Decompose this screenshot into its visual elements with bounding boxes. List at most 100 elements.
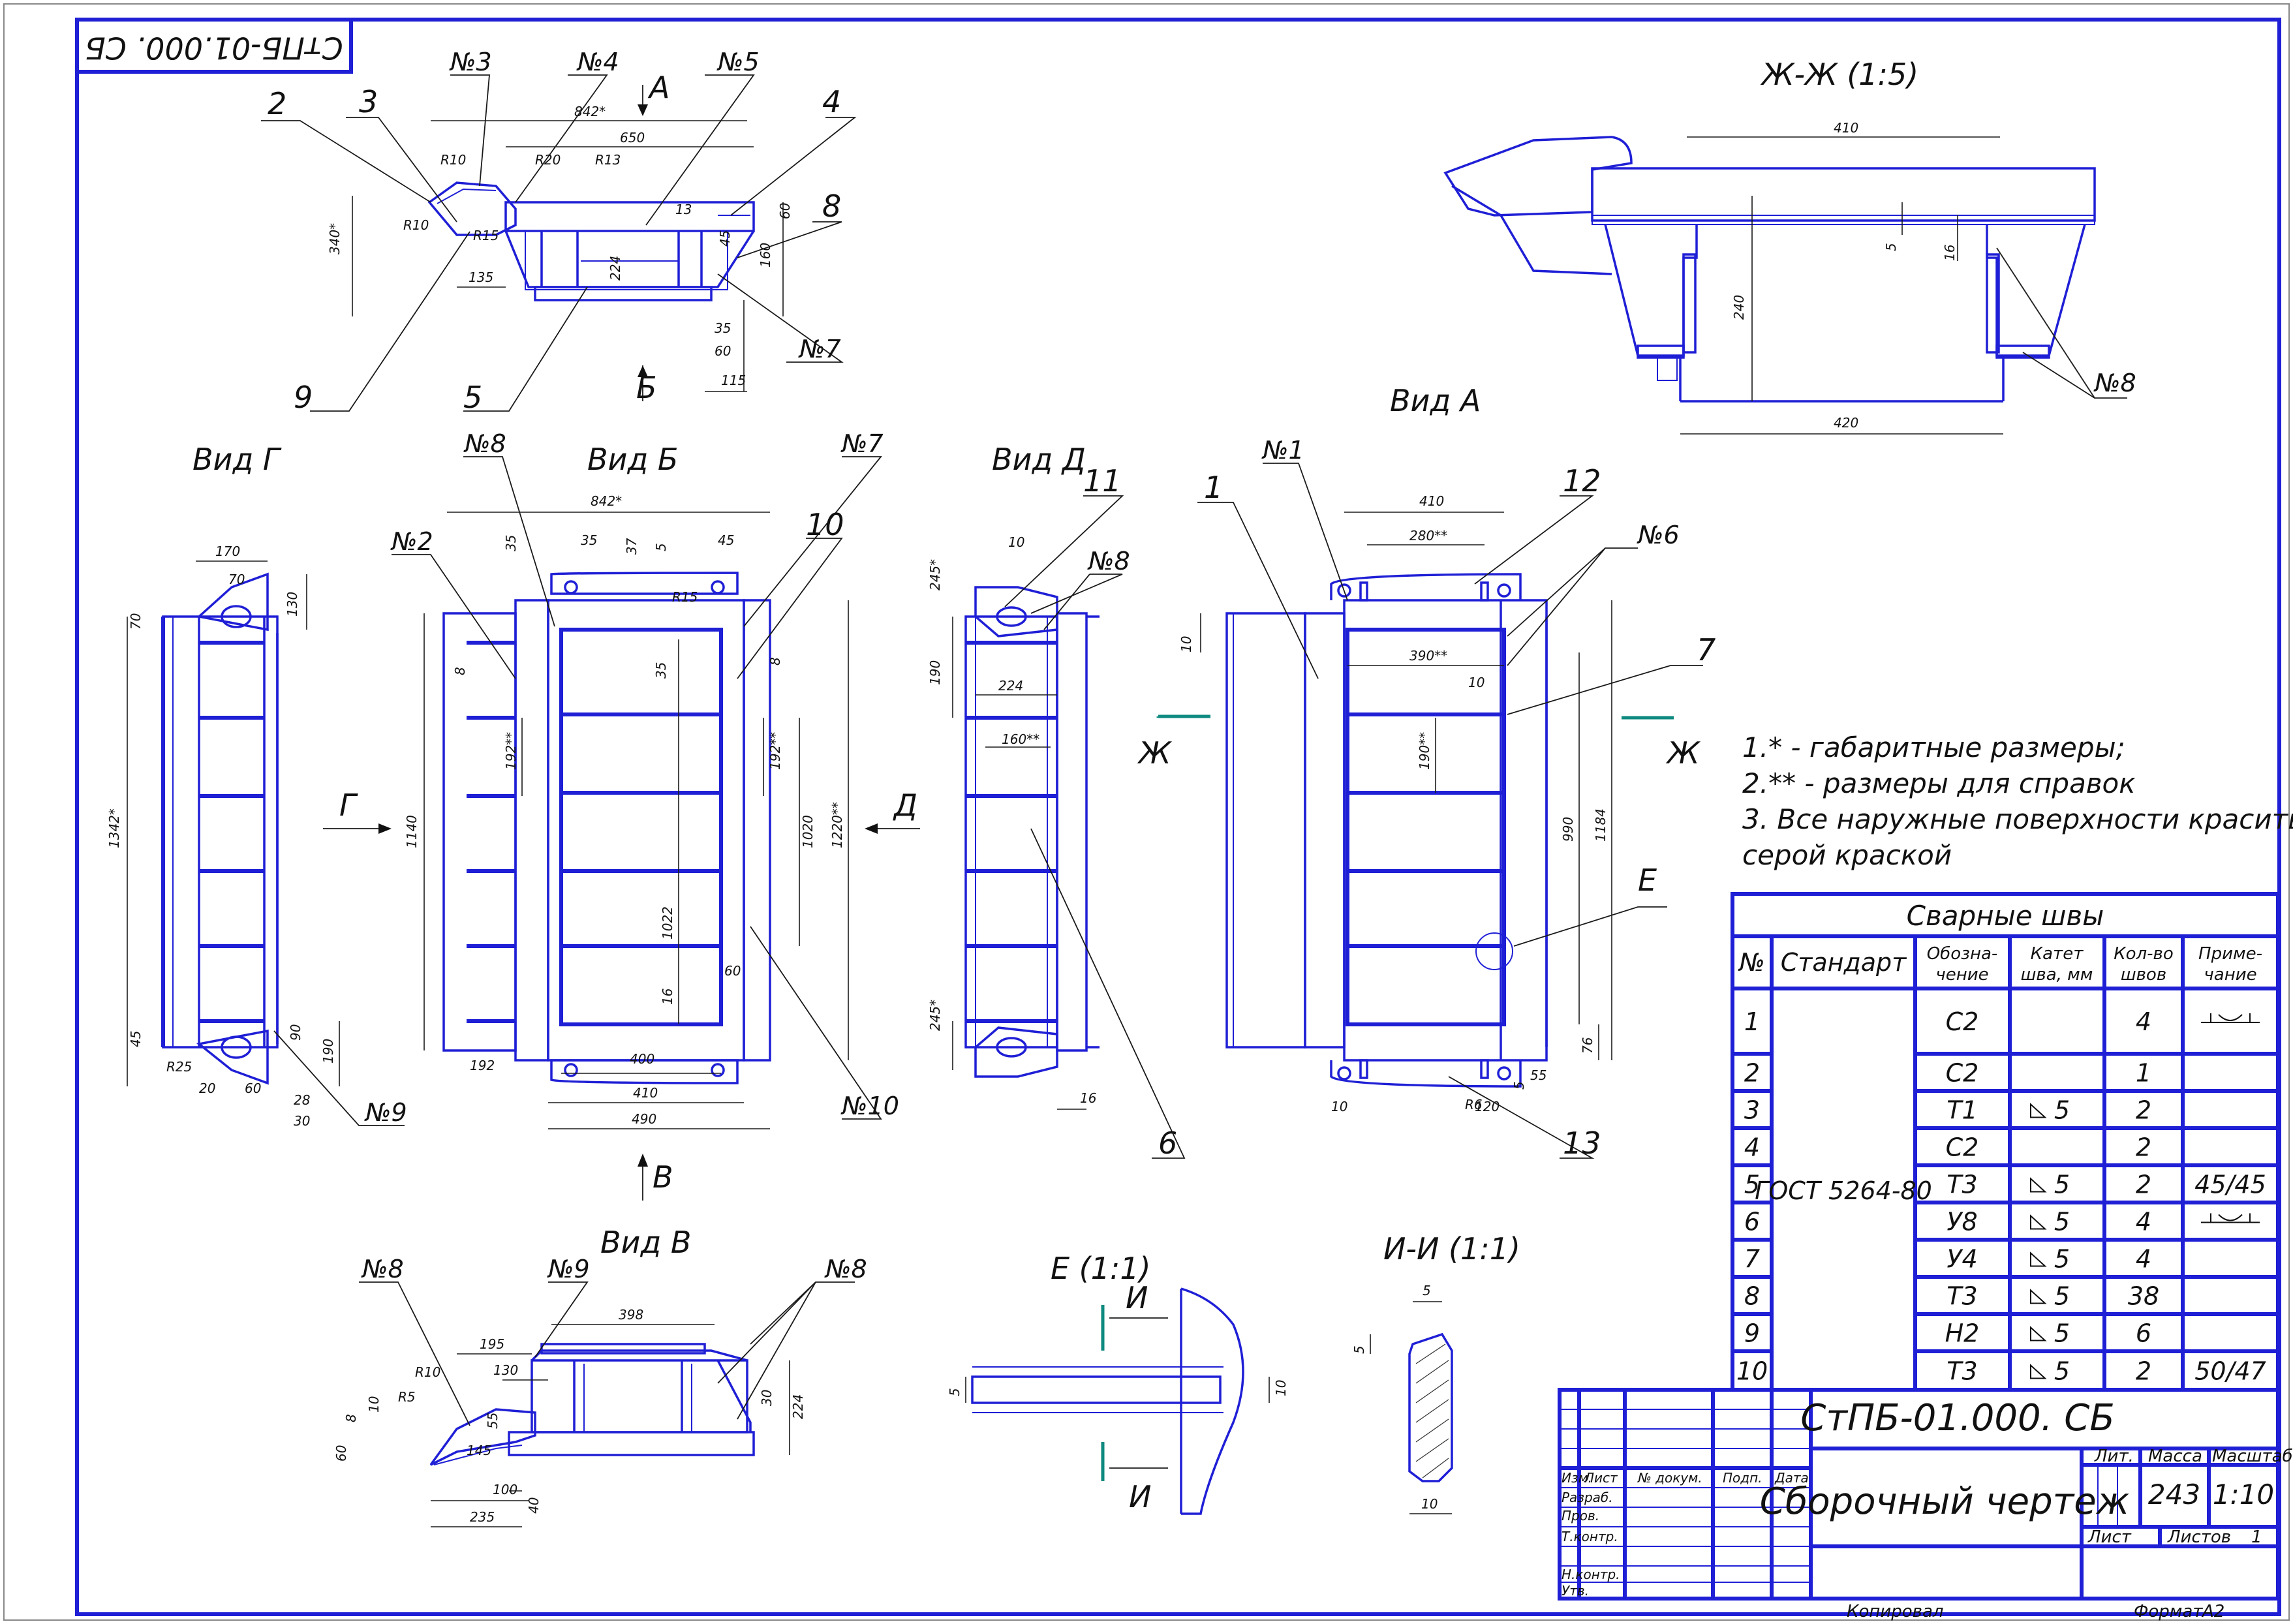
role-check: Пров. bbox=[1562, 1508, 1599, 1524]
v-dim-40: 40 bbox=[526, 1497, 542, 1514]
i-dim-5b: 5 bbox=[1351, 1345, 1367, 1354]
tb-mass-label: Масса bbox=[2148, 1447, 2202, 1466]
role-ncontrol: Н.контр. bbox=[1562, 1567, 1620, 1582]
part-9-top: 9 bbox=[294, 380, 313, 415]
g-dim-70b: 70 bbox=[128, 613, 144, 630]
v-dim-r5: R5 bbox=[398, 1389, 416, 1405]
d-dim-190: 190 bbox=[927, 660, 943, 685]
weld-row-count: 6 bbox=[2136, 1319, 2151, 1348]
weld-row-code: Н2 bbox=[1945, 1319, 1980, 1348]
technical-notes: 1.* - габаритные размеры; 2.** - размеры… bbox=[1742, 731, 2293, 871]
detail-e-title: Е (1:1) bbox=[1051, 1251, 1151, 1286]
d-dim-10: 10 bbox=[1008, 534, 1024, 550]
v-weld-8-right: №8 bbox=[824, 1255, 867, 1283]
g-dim-90: 90 bbox=[288, 1024, 303, 1041]
b-dim-16: 16 bbox=[660, 988, 675, 1005]
v-weld-8-left: №8 bbox=[361, 1255, 404, 1283]
a-weld-6: №6 bbox=[1637, 521, 1680, 549]
a-dim-190: 190** bbox=[1417, 732, 1432, 770]
dim-r10a: R10 bbox=[440, 152, 466, 168]
tb-sheet-label: Лист bbox=[2087, 1527, 2132, 1547]
b-dim-8b: 8 bbox=[767, 657, 783, 666]
dim-45: 45 bbox=[717, 230, 733, 247]
col-date: Дата bbox=[1774, 1470, 1809, 1486]
b-dim-1220: 1220** bbox=[829, 802, 845, 848]
weld-table-rowlines bbox=[1732, 1052, 2278, 1353]
dim-60b: 60 bbox=[715, 343, 731, 359]
v-dim-60: 60 bbox=[333, 1445, 349, 1462]
weld-row-code: С2 bbox=[1946, 1059, 1979, 1088]
note-3: 3. Все наружные поверхности красить bbox=[1742, 803, 2293, 835]
v-dim-8: 8 bbox=[343, 1414, 359, 1422]
dim-842: 842* bbox=[574, 104, 606, 119]
g-dim-30: 30 bbox=[294, 1113, 310, 1129]
g-dim-20: 20 bbox=[199, 1080, 215, 1096]
g-dim-45: 45 bbox=[128, 1031, 144, 1047]
detail-e: Е (1:1) 5 10 И И bbox=[947, 1251, 1289, 1515]
b-dim-8a: 8 bbox=[452, 667, 468, 675]
a-dim-280: 280** bbox=[1409, 528, 1447, 544]
v-dim-235: 235 bbox=[470, 1509, 495, 1525]
d-part-11: 11 bbox=[1083, 463, 1122, 498]
weld-row-count: 2 bbox=[2136, 1096, 2151, 1125]
view-b: Вид Б 842* 35 35 37 5 bbox=[390, 429, 899, 1201]
tb-mass: 243 bbox=[2148, 1478, 2200, 1510]
a-dim-10a: 10 bbox=[1468, 675, 1485, 690]
hdr-note-2: чание bbox=[2204, 965, 2256, 985]
e-arrow-i-bottom: И bbox=[1129, 1479, 1151, 1514]
g-dim-130: 130 bbox=[285, 592, 300, 617]
view-d: Вид Д Д 10 245* 190 224 160** 245* 16 11 bbox=[865, 442, 1186, 1161]
weld-3: №3 bbox=[449, 48, 492, 76]
g-weld-9: №9 bbox=[364, 1098, 407, 1127]
weld-row-count: 2 bbox=[2136, 1357, 2151, 1386]
e-dim-5: 5 bbox=[947, 1388, 962, 1396]
b-dim-192b: 192** bbox=[767, 732, 783, 770]
g-dim-170: 170 bbox=[215, 544, 240, 559]
section-zh-title: Ж-Ж (1:5) bbox=[1760, 57, 1918, 92]
zh-dim-420: 420 bbox=[1834, 415, 1858, 431]
weld-row-number: 7 bbox=[1744, 1245, 1760, 1274]
role-tcontrol: Т.контр. bbox=[1562, 1529, 1618, 1544]
weld-row-code: Т3 bbox=[1947, 1171, 1977, 1199]
fillet-weld-icon bbox=[2030, 1251, 2047, 1267]
dim-r10b: R10 bbox=[403, 217, 429, 233]
d-dim-160: 160** bbox=[1002, 731, 1039, 747]
i-dim-5a: 5 bbox=[1423, 1283, 1431, 1298]
weld-row-cathet: 5 bbox=[2054, 1282, 2070, 1311]
zh-dim-16: 16 bbox=[1942, 245, 1958, 261]
v-dim-195: 195 bbox=[480, 1336, 504, 1352]
weld-table: Сварные швы № Стандарт Обозна- чение Кат… bbox=[1731, 892, 2280, 1392]
v-dim-10: 10 bbox=[366, 1396, 382, 1413]
outer-trim bbox=[3, 3, 2290, 1621]
hdr-cathet: Катет bbox=[2031, 944, 2084, 964]
title-doc-name: Сборочный чертеж bbox=[1760, 1480, 2129, 1523]
tb-sheets: 1 bbox=[2251, 1527, 2262, 1547]
dim-650: 650 bbox=[620, 130, 645, 146]
role-approve: Утв. bbox=[1562, 1583, 1589, 1599]
tb-scale: 1:10 bbox=[2213, 1478, 2274, 1510]
g-dim-190: 190 bbox=[320, 1039, 336, 1064]
weld-row-code: У4 bbox=[1947, 1245, 1977, 1274]
section-i: И-И (1:1) 5 5 10 bbox=[1351, 1231, 1520, 1514]
d-dim-16: 16 bbox=[1080, 1090, 1096, 1106]
weld-row-count: 4 bbox=[2136, 1208, 2151, 1236]
section-i-title: И-И (1:1) bbox=[1383, 1231, 1520, 1266]
weld-4: №4 bbox=[576, 48, 619, 76]
hdr-cathet-2: шва, мм bbox=[2021, 965, 2093, 985]
tb-lit: Лит. bbox=[2094, 1447, 2134, 1466]
b-dim-r15: R15 bbox=[672, 589, 698, 605]
a-dim-76: 76 bbox=[1580, 1037, 1595, 1054]
weld-row-count: 38 bbox=[2128, 1282, 2159, 1311]
v-dim-130: 130 bbox=[493, 1362, 518, 1378]
dim-r13: R13 bbox=[595, 152, 621, 168]
a-part-12: 12 bbox=[1563, 463, 1601, 498]
b-dim-192a: 192** bbox=[503, 732, 519, 770]
weld-row-count: 4 bbox=[2136, 1007, 2151, 1036]
fillet-weld-icon bbox=[2030, 1177, 2047, 1193]
note-3-cont: серой краской bbox=[1742, 839, 1952, 871]
e-dim-10: 10 bbox=[1273, 1380, 1289, 1396]
part-3-top: 3 bbox=[359, 84, 378, 119]
d-dim-245b: 245* bbox=[927, 1000, 943, 1031]
weld-row-code: Т3 bbox=[1947, 1357, 1977, 1386]
